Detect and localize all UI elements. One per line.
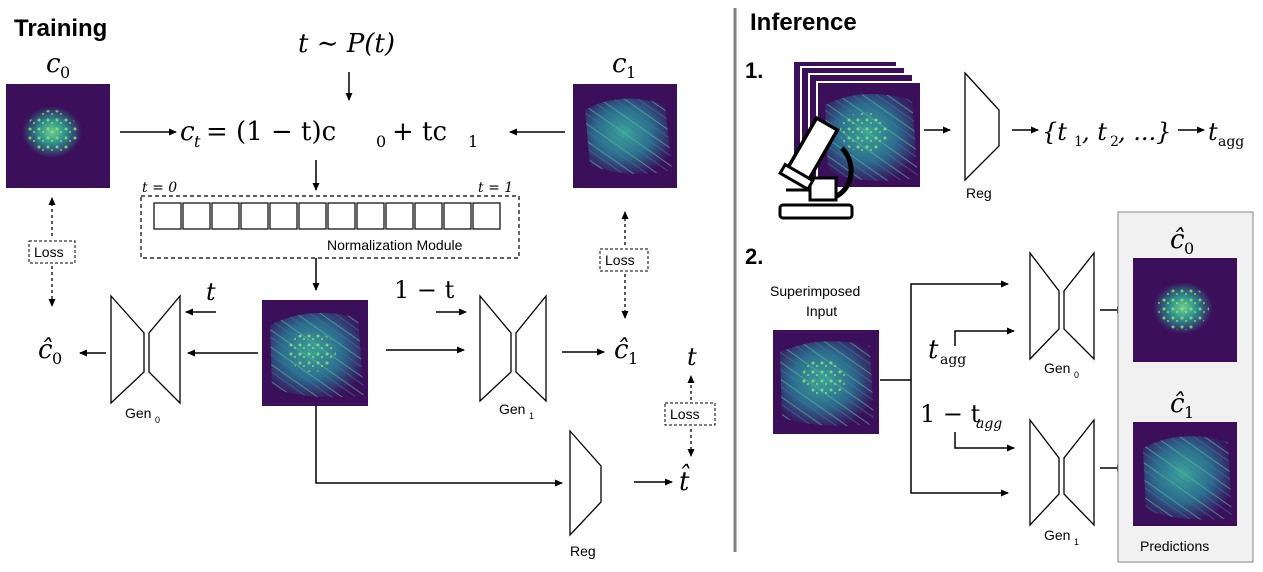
step1-label: 1. (745, 58, 763, 83)
svg-text:ĉ: ĉ (38, 335, 53, 365)
gen1-inference-block (1029, 418, 1095, 527)
svg-text:+ tc: + tc (392, 117, 447, 147)
loss-t-label: Loss (670, 406, 700, 422)
microscope-icon (778, 115, 854, 220)
loss-left-box (28, 240, 76, 264)
svg-text:0: 0 (52, 349, 62, 368)
interpolation-formula: c t = (1 − t)c 0 + tc 1 (180, 117, 478, 151)
prediction-c1-image (1133, 422, 1237, 526)
c1-hat-inference: ĉ 1 (1170, 389, 1194, 422)
svg-text:, ...}: , ...} (1118, 118, 1171, 146)
svg-text:2: 2 (1110, 134, 1119, 150)
svg-text:ĉ: ĉ (1170, 389, 1185, 419)
svg-text:{t: {t (1042, 118, 1067, 146)
gen1-training-label: Gen 1 (499, 401, 534, 421)
t-hat-label: t̂ (679, 463, 691, 497)
svg-text:c: c (612, 49, 627, 79)
inference-title: Inference (750, 9, 857, 36)
svg-text:0: 0 (60, 63, 70, 82)
t-top-label: t (687, 343, 697, 371)
svg-text:ĉ: ĉ (1170, 225, 1185, 255)
c1-hat-training: ĉ 1 (614, 335, 638, 368)
svg-text:1: 1 (1074, 134, 1083, 150)
reg-training-block (569, 429, 602, 537)
gen0-training-label: Gen 0 (125, 405, 160, 425)
svg-text:Gen: Gen (499, 401, 525, 417)
sampling-label: t ∼ P(t) (298, 29, 395, 59)
t0-label: t = 0 (142, 180, 177, 196)
t-set-label: {t 1 , t 2 , ...} (1042, 118, 1171, 150)
loss-t-box (664, 402, 716, 426)
arrow-1mtagg-to-gen1 (954, 432, 1015, 452)
gen1-training-block (479, 294, 547, 403)
c0-label: c 0 (46, 49, 70, 82)
gen0-inference-label: Gen 0 (1044, 360, 1079, 380)
arrow-image-to-reg (315, 406, 563, 487)
t-to-gen0-label: t (206, 278, 216, 306)
superimposed-input-image (773, 330, 879, 434)
reg-inference-block (964, 71, 1000, 182)
step2-label: 2. (745, 244, 763, 269)
svg-text:t: t (928, 335, 939, 365)
svg-text:c: c (180, 117, 195, 147)
svg-text:, t: , t (1082, 118, 1107, 146)
superimposed-label-line1: Superimposed (770, 283, 860, 299)
reg-inference-label: Reg (966, 185, 992, 201)
arrow-input-to-gen1 (910, 380, 1009, 497)
gen1-inference-label: Gen 1 (1044, 527, 1079, 547)
svg-text:1: 1 (468, 132, 478, 151)
c0-hat-training: ĉ 0 (38, 335, 62, 368)
svg-text:1: 1 (626, 63, 636, 82)
mixed-image (262, 300, 368, 406)
svg-text:Gen: Gen (125, 405, 151, 421)
svg-text:0: 0 (155, 415, 160, 425)
t-agg-label: t agg (1208, 118, 1244, 150)
normalization-module: Normalization Module (140, 195, 520, 259)
superimposed-label-line2: Input (806, 303, 837, 319)
c1-image (573, 84, 677, 188)
loss-right-label: Loss (605, 252, 635, 268)
svg-text:1: 1 (628, 349, 638, 368)
svg-text:Gen: Gen (1044, 527, 1070, 543)
svg-text:agg: agg (976, 416, 1002, 432)
training-title: Training (14, 15, 107, 42)
svg-text:0: 0 (1184, 239, 1194, 258)
t1-label: t = 1 (478, 180, 513, 196)
arrow-tagg-to-gen0 (954, 327, 1015, 346)
normalization-label: Normalization Module (327, 237, 463, 253)
loss-left-label: Loss (34, 244, 64, 260)
svg-text:t: t (1208, 118, 1218, 146)
svg-text:0: 0 (376, 132, 386, 151)
predictions-label: Predictions (1140, 538, 1209, 554)
svg-text:Gen: Gen (1044, 360, 1070, 376)
reg-training-label: Reg (570, 543, 596, 559)
loss-right-box (599, 248, 649, 272)
one-minus-tagg-label: 1 − t agg (920, 400, 1002, 432)
one-minus-t-label: 1 − t (394, 276, 455, 304)
c0-hat-inference: ĉ 0 (1170, 225, 1194, 258)
t-agg-gen0-label: t agg (928, 335, 966, 368)
svg-text:1: 1 (1074, 537, 1079, 547)
svg-text:agg: agg (1218, 134, 1244, 150)
gen0-training-block (110, 294, 181, 405)
svg-text:0: 0 (1074, 370, 1079, 380)
svg-text:t: t (194, 132, 201, 151)
gen0-inference-block (1029, 251, 1095, 361)
svg-text:agg: agg (940, 352, 966, 368)
c1-label: c 1 (612, 49, 636, 82)
prediction-c0-image (1133, 258, 1237, 362)
arrow-input-to-gen0 (910, 280, 1009, 380)
svg-text:1: 1 (1184, 403, 1194, 422)
svg-text:= (1 − t)c: = (1 − t)c (206, 117, 336, 147)
svg-text:1 − t: 1 − t (920, 400, 981, 428)
svg-text:c: c (46, 49, 61, 79)
svg-text:1: 1 (529, 411, 534, 421)
svg-text:ĉ: ĉ (614, 335, 629, 365)
c0-image (6, 84, 110, 188)
normalization-cells (153, 202, 501, 230)
